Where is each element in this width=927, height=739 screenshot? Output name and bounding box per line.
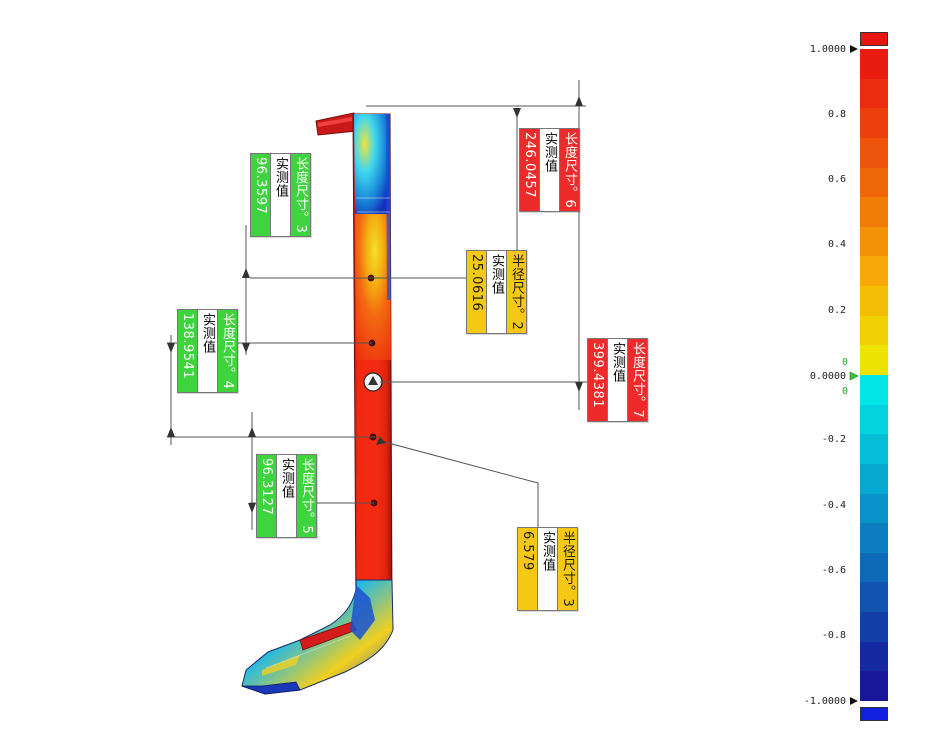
- part-main-bar: [352, 113, 393, 613]
- dimension-label-length-4[interactable]: 长度尺寸。4 实测值 138.9541: [177, 309, 238, 394]
- dim-title: 半径尺寸。2: [509, 254, 524, 331]
- dim-measured-label: 实测值: [197, 310, 218, 393]
- legend-tick: -0.6: [821, 565, 846, 576]
- dim-title: 长度尺寸。3: [293, 157, 308, 234]
- legend-color-band: [860, 49, 888, 80]
- legend-over-swatch: [860, 32, 888, 46]
- legend-color-band: [860, 315, 888, 346]
- dimension-arrows: [167, 96, 583, 513]
- legend-color-band: [860, 226, 888, 257]
- legend-color-band: [860, 256, 888, 287]
- dim-value: 96.3597: [253, 157, 268, 215]
- dimension-label-radius-3[interactable]: 半径尺寸。3 实测值 6.579: [517, 527, 578, 612]
- legend-tick: -0.4: [821, 500, 846, 511]
- dimension-label-length-7[interactable]: 长度尺寸。7 实测值 399.4381: [587, 338, 648, 423]
- legend-color-band: [860, 434, 888, 465]
- legend-tick: 0.2: [827, 305, 846, 316]
- legend-color-band: [860, 345, 888, 376]
- dim-measured-label: 实测值: [539, 129, 560, 212]
- dim-value: 138.9541: [180, 313, 195, 380]
- dimension-label-length-6[interactable]: 长度尺寸。6 实测值 246.0457: [519, 128, 580, 213]
- legend-color-band: [860, 582, 888, 613]
- dim-measured-label: 实测值: [276, 455, 297, 538]
- legend-color-band: [860, 523, 888, 554]
- legend-color-band: [860, 167, 888, 198]
- legend-zero-upper: 0: [842, 357, 849, 368]
- dim-title: 长度尺寸。6: [562, 132, 577, 209]
- dimension-label-length-5[interactable]: 长度尺寸。5 实测值 96.3127: [256, 454, 317, 539]
- legend-color-band: [860, 493, 888, 524]
- dim-title: 长度尺寸。4: [220, 313, 235, 390]
- dimension-label-radius-2[interactable]: 半径尺寸。2 实测值 25.0616: [466, 250, 527, 335]
- part-foot: [241, 579, 394, 695]
- legend-color-band: [860, 404, 888, 435]
- legend-color-band: [860, 552, 888, 583]
- part-top-cap: [315, 112, 357, 136]
- dim-measured-label: 实测值: [607, 339, 628, 422]
- legend-color-band: [860, 197, 888, 228]
- dimension-label-length-3[interactable]: 长度尺寸。3 实测值 96.3597: [250, 153, 311, 238]
- legend-zero-lower: 0: [842, 386, 849, 397]
- legend-color-band: [860, 671, 888, 702]
- dim-title: 半径尺寸。3: [560, 531, 575, 608]
- legend-zero-label: 0.0000: [809, 371, 846, 382]
- legend-max-label: 1.0000: [809, 44, 846, 55]
- dim-value: 6.579: [520, 531, 535, 571]
- legend-min-label: -1.0000: [803, 696, 846, 707]
- legend-color-band: [860, 108, 888, 139]
- legend-color-band: [860, 137, 888, 169]
- legend-under-swatch: [860, 707, 888, 721]
- legend-color-band: [860, 612, 888, 643]
- dim-title: 长度尺寸。5: [299, 458, 314, 535]
- dim-value: 246.0457: [522, 132, 537, 199]
- legend-tick: -0.8: [821, 630, 846, 641]
- dim-measured-label: 实测值: [486, 251, 507, 334]
- dim-title: 长度尺寸。7: [630, 342, 645, 419]
- legend-color-band: [860, 286, 888, 317]
- dim-measured-label: 实测值: [537, 528, 558, 611]
- legend-color-bar: [860, 49, 888, 702]
- legend-tick: 0.4: [827, 239, 846, 250]
- legend-tick: -0.2: [821, 434, 846, 445]
- legend-color-band: [860, 375, 888, 406]
- legend-tick: 0.6: [827, 174, 846, 185]
- legend-color-band: [860, 641, 888, 672]
- dim-measured-label: 实测值: [270, 154, 291, 237]
- legend-color-band: [860, 463, 888, 495]
- dim-value: 96.3127: [259, 458, 274, 516]
- legend-color-band: [860, 78, 888, 109]
- legend-tick: 0.8: [827, 109, 846, 120]
- dim-value: 399.4381: [590, 342, 605, 409]
- dim-value: 25.0616: [469, 254, 484, 312]
